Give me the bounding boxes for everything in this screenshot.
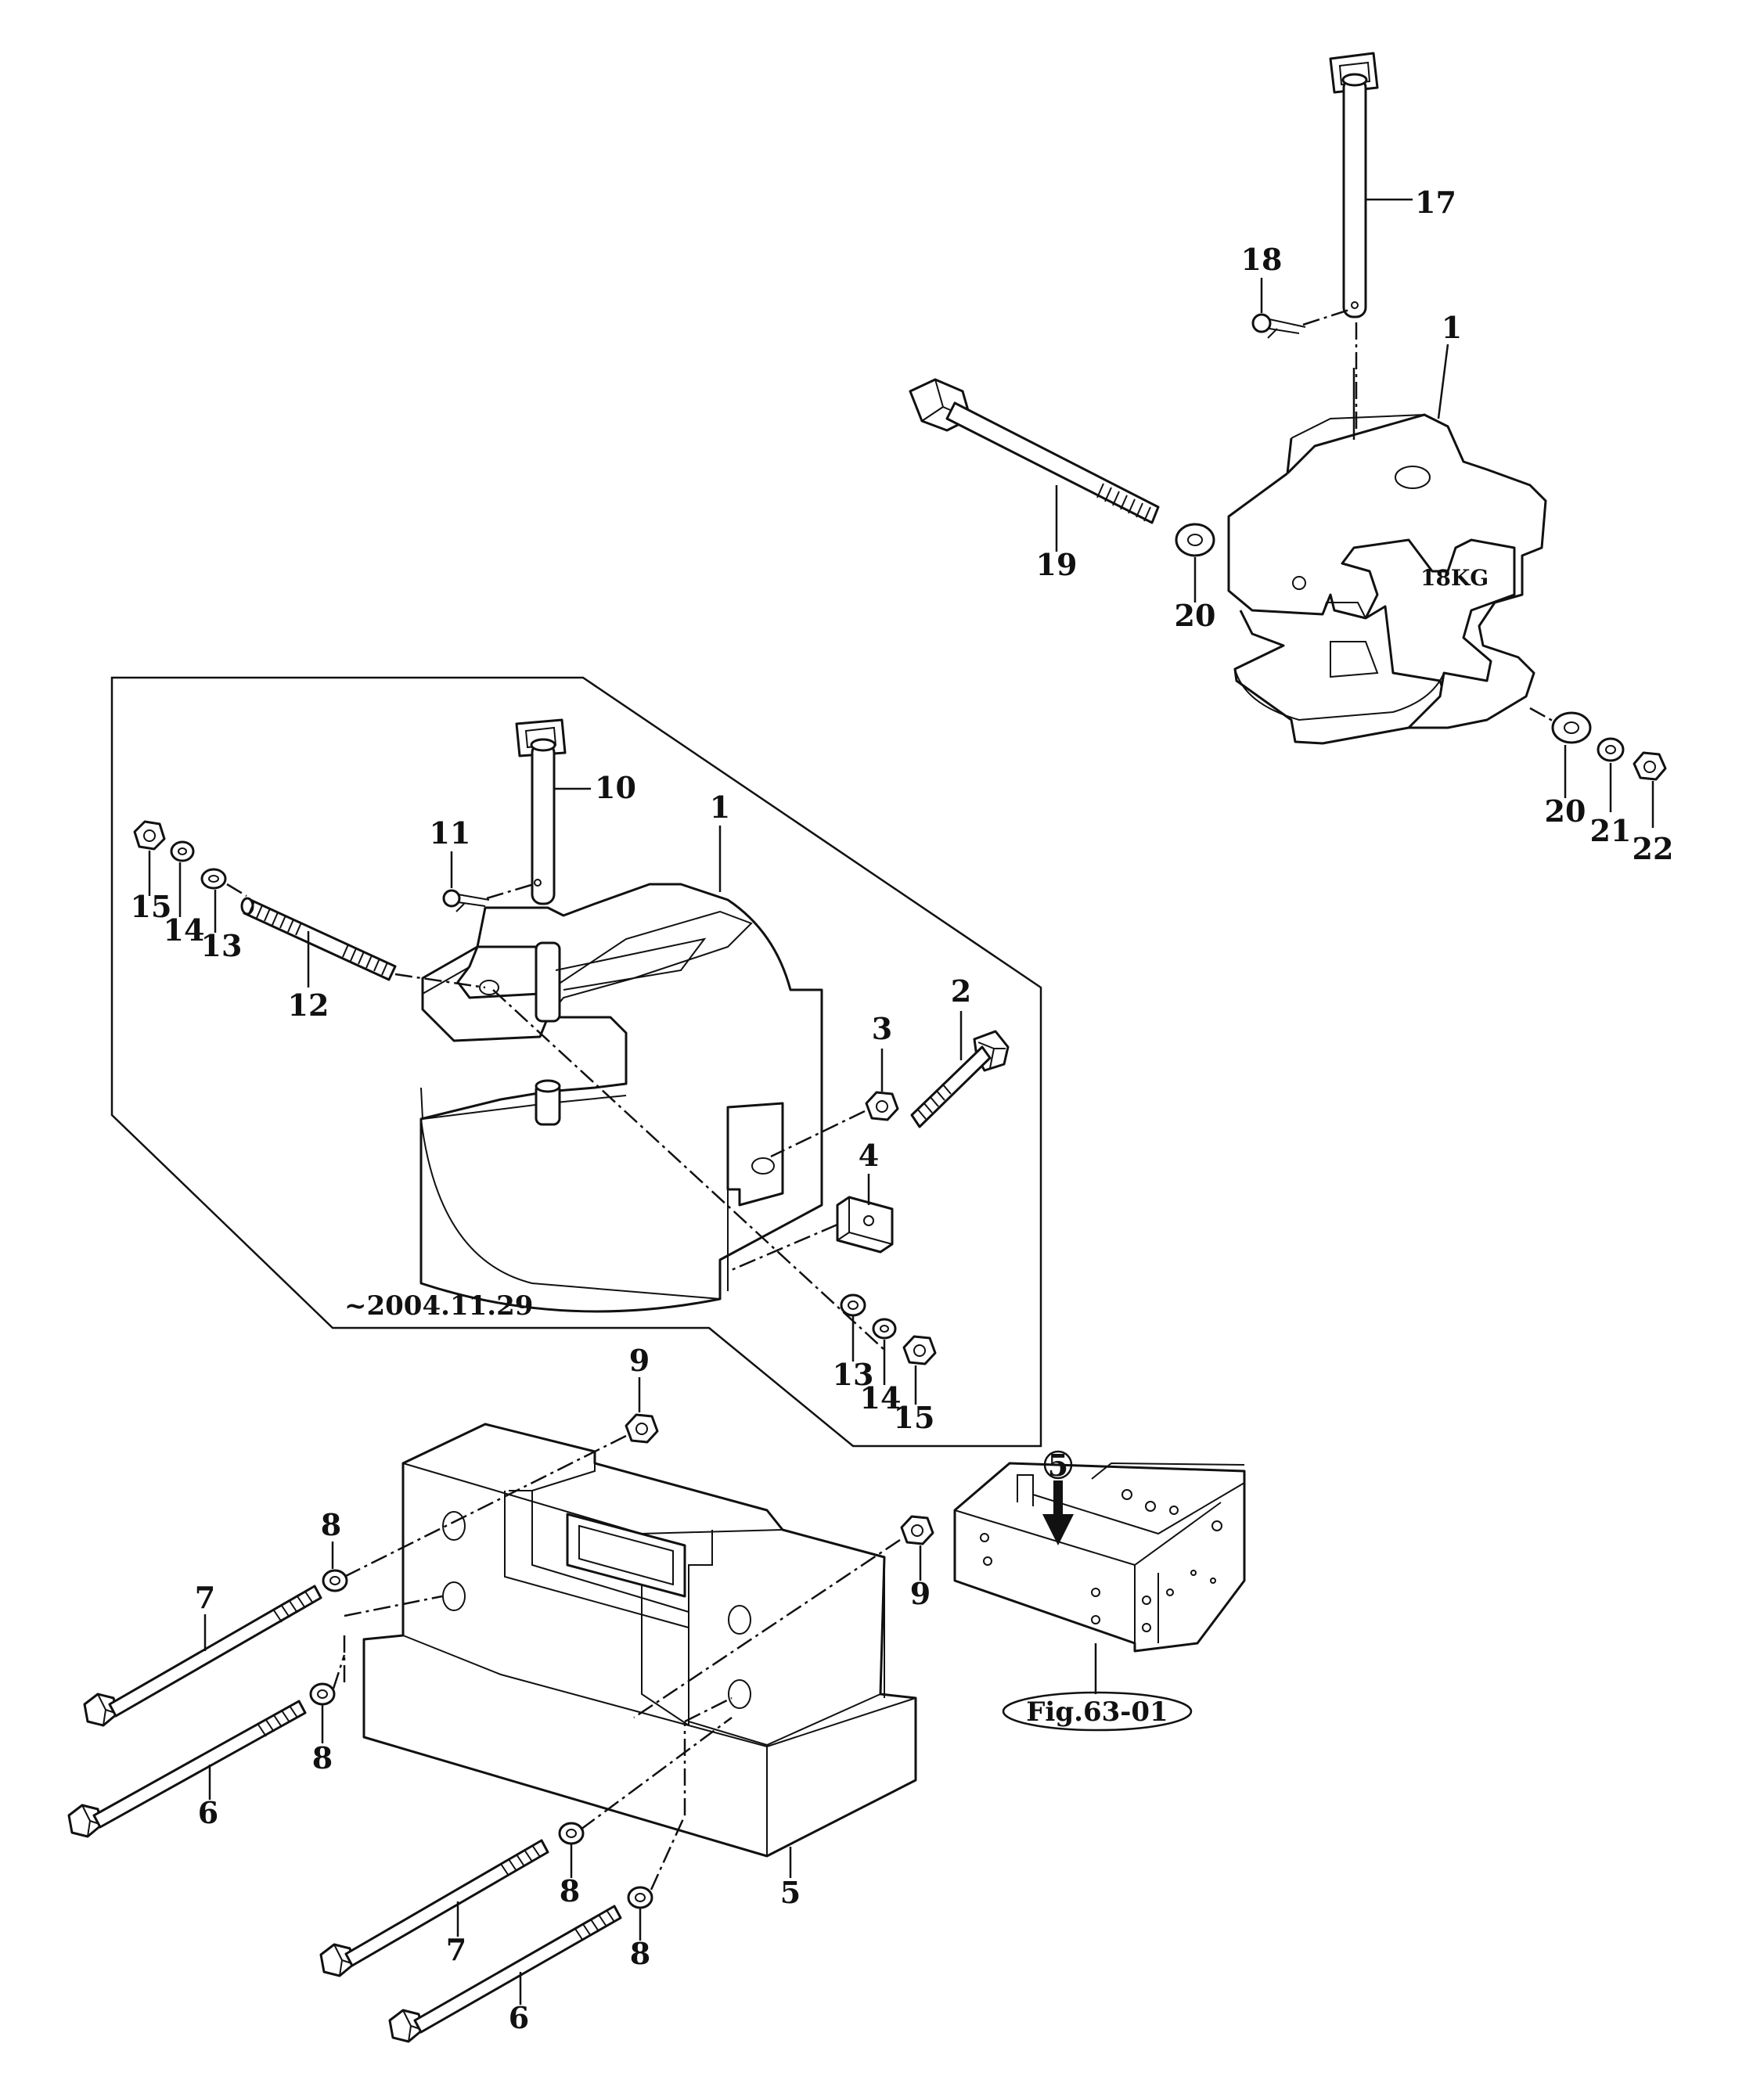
snap-pin-18 [1251, 308, 1352, 339]
callout-8-left-lower: 8 [312, 1740, 333, 1775]
front-weight-upper: 18KG [1227, 413, 1547, 745]
callout-1-old: 1 [710, 790, 730, 825]
callout-labels: 17 18 1 19 20 20 21 22 10 11 1 15 14 13 … [131, 185, 1674, 2035]
spring-washer-14-left [170, 840, 195, 917]
stud-bolt-12 [240, 897, 397, 981]
callout-8-middle: 8 [560, 1873, 580, 1909]
callout-1-upper: 1 [1442, 310, 1462, 345]
bolt-7-upper-left [83, 1585, 322, 1727]
callout-19: 19 [1036, 547, 1078, 582]
bolt-6-lower [388, 1905, 622, 2043]
weight-mark-text: 18KG [1420, 565, 1489, 591]
callout-20-upper: 20 [1175, 598, 1216, 633]
snap-pin-11 [442, 883, 535, 912]
callout-6-lower: 6 [509, 2000, 529, 2035]
callout-9-right: 9 [910, 1576, 931, 1611]
callout-13-right: 13 [833, 1357, 874, 1392]
callout-6-left: 6 [198, 1795, 218, 1830]
upper-weight-assembly: 18KG [909, 52, 1667, 828]
callout-8-lower-right: 8 [630, 1936, 650, 1971]
callout-2: 2 [951, 973, 971, 1009]
callout-14-right: 14 [860, 1380, 902, 1416]
nut-9-right [633, 1515, 934, 1719]
figure-reference-label: Fig.63-01 [1026, 1696, 1168, 1728]
front-weight-old [419, 883, 823, 1313]
bolt-2 [910, 1011, 1010, 1128]
washer-8-upper-left [322, 1542, 348, 1592]
ref-circle-mark: 5 [1048, 1448, 1068, 1483]
washer-20-upper [1175, 523, 1215, 603]
weight-bracket-5 [362, 1423, 917, 1878]
callout-5: 5 [780, 1875, 801, 1910]
callout-9-top: 9 [629, 1343, 650, 1378]
bracket-location-arrow: 5 [1042, 1448, 1074, 1545]
washer-20-lower [1551, 711, 1592, 798]
callout-8-upper-left: 8 [321, 1507, 341, 1542]
callout-12: 12 [288, 988, 329, 1023]
callout-4: 4 [859, 1138, 879, 1173]
nut-15-right [902, 1335, 937, 1405]
callout-21: 21 [1590, 813, 1632, 848]
callout-18: 18 [1241, 242, 1283, 277]
nut-15-left [133, 820, 166, 896]
callout-13-left: 13 [201, 928, 243, 963]
callout-15-right: 15 [894, 1400, 935, 1435]
washer-8-left-lower [309, 1654, 346, 1743]
long-bolt-19 [909, 378, 1160, 524]
callout-7-upper: 7 [195, 1580, 215, 1615]
washer-8-middle [558, 1716, 733, 1878]
callout-11: 11 [430, 815, 471, 851]
nut-22 [1633, 751, 1667, 828]
callout-22: 22 [1633, 831, 1674, 866]
frame-reference-view: 5 Fig.63-01 [953, 1448, 1246, 1732]
nut-3 [865, 1049, 899, 1121]
plate-4 [727, 1174, 894, 1273]
lock-pin-17 [1329, 52, 1379, 318]
old-version-boundary [110, 676, 1042, 1448]
weight-bracket-assembly [67, 1377, 934, 2043]
callout-10: 10 [595, 770, 636, 805]
washer-13-left [200, 868, 227, 933]
callout-20-lower: 20 [1545, 793, 1586, 829]
nut-9-top [344, 1377, 659, 1578]
front-weight-old-assembly [133, 718, 1010, 1405]
callout-7-lower: 7 [446, 1932, 466, 1967]
callout-14-left: 14 [164, 912, 205, 948]
washer-13-right [840, 1293, 866, 1362]
bolt-6-left [67, 1700, 307, 1838]
spring-washer-21 [1597, 737, 1625, 812]
washer-8-lower-right [627, 1696, 733, 1941]
lock-pin-10 [515, 718, 567, 905]
spring-washer-14-right [872, 1318, 897, 1385]
callout-17: 17 [1415, 185, 1456, 220]
callout-15-left: 15 [131, 889, 172, 924]
old-version-note: ~2004.11.29 [344, 1290, 533, 1322]
callout-3: 3 [872, 1011, 892, 1046]
bolt-7-lower [319, 1839, 549, 1977]
